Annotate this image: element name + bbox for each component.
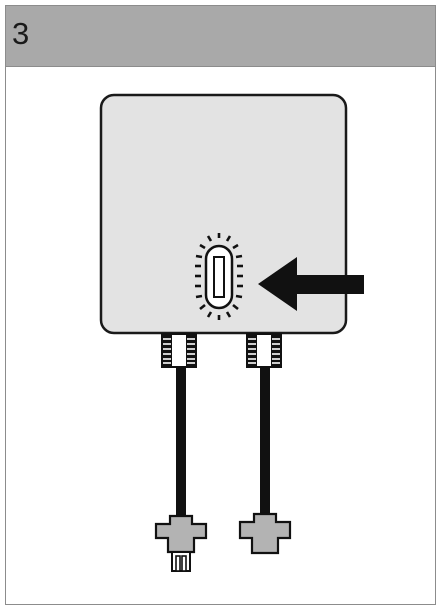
- left-cable: [154, 333, 208, 572]
- step-number: 3: [12, 16, 30, 51]
- right-cable: [238, 333, 292, 555]
- indicator-light-inner: [213, 256, 225, 298]
- arrow-left-icon: [258, 257, 364, 311]
- step-header: 3: [6, 6, 435, 67]
- light-glow-rays: [195, 233, 243, 320]
